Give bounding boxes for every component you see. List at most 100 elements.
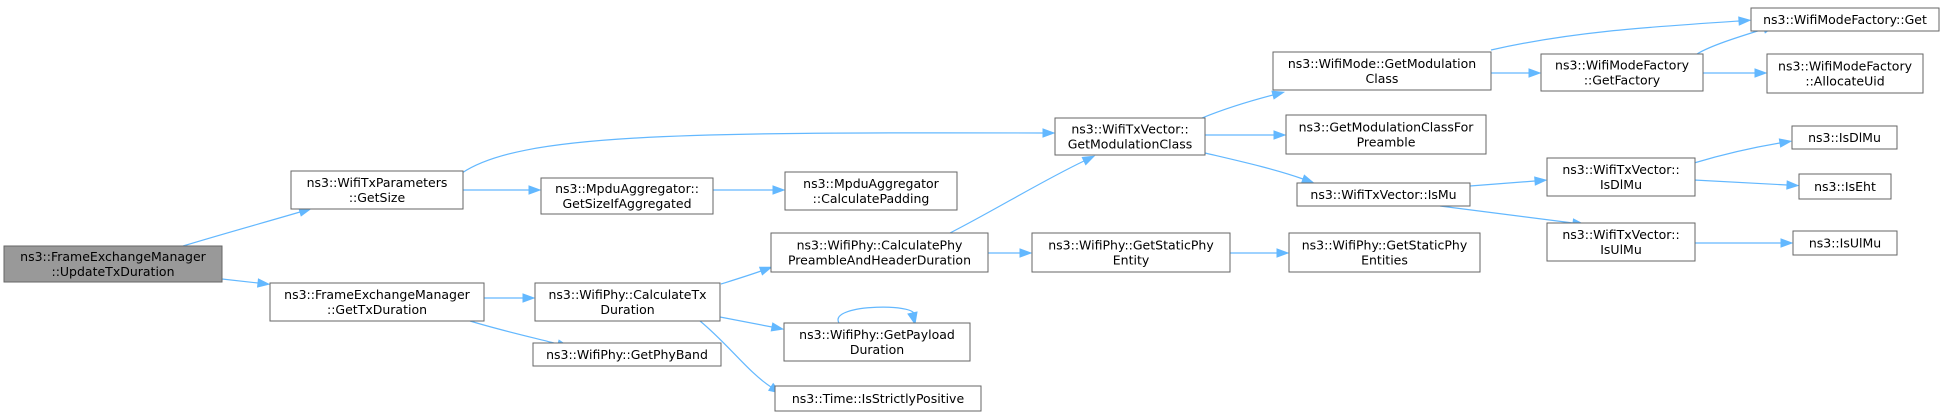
edge-calctx-to-getpayload [719,316,785,332]
node-box [1798,173,1892,200]
edge-txvecismu-to-txvecisdlmu [1469,176,1548,187]
node-label-line: ::UpdateTxDuration [51,264,174,279]
node-getsize[interactable]: ns3::WifiTxParameters::GetSize [290,170,464,210]
node-box [770,232,989,273]
node-label-line: IsUlMu [1600,242,1642,257]
node-box [1285,114,1487,155]
node-box [540,177,714,215]
node-box [3,245,223,283]
edge-txvecisdlmu-to-iseht [1693,179,1800,190]
node-allocateuid[interactable]: ns3::WifiModeFactory::AllocateUid [1766,53,1924,94]
node-label-line: ns3::WifiPhy::CalculatePhy [797,238,963,253]
edge-modemodclass-to-factoryget [1490,16,1752,51]
edge-updatetx-to-getsize [182,207,312,247]
node-label-line: ns3::WifiTxVector:: [1071,122,1188,137]
edges-layer [182,16,1800,394]
edge-calctx-to-calcpreamble [720,266,773,285]
node-label-line: ns3::WifiPhy::GetPhyBand [546,347,708,362]
edge-txvecisdlmu-to-isdlmu [1693,138,1793,164]
node-box [290,170,464,210]
node-txvecmodclass[interactable]: ns3::WifiTxVector::GetModulationClass [1054,117,1206,156]
node-label-line: ::GetFactory [1584,73,1661,88]
node-label-line: Entity [1113,253,1150,268]
edge-txvecmodclass-to-modclassforpreamble [1205,130,1287,140]
node-modemodclass[interactable]: ns3::WifiMode::GetModulationClass [1272,51,1492,91]
edge-txvecmodclass-to-modemodclass [1201,90,1286,119]
node-mpduaggsize[interactable]: ns3::MpduAggregator::GetSizeIfAggregated [540,177,714,215]
node-calcpadding[interactable]: ns3::MpduAggregator::CalculatePadding [784,171,958,211]
node-label-line: ns3::FrameExchangeManager [20,249,206,264]
node-box [1766,53,1924,94]
node-box [1272,51,1492,91]
nodes-layer: ns3::FrameExchangeManager::UpdateTxDurat… [3,7,1940,412]
node-box [269,282,485,322]
node-label-line: ns3::MpduAggregator:: [555,181,699,196]
node-label-line: ns3::WifiModeFactory [1555,58,1690,73]
node-label-line: ns3::WifiTxVector:: [1562,162,1679,177]
node-box [1054,117,1206,156]
node-label-line: Entities [1361,253,1408,268]
node-getfactory[interactable]: ns3::WifiModeFactory::GetFactory [1540,53,1704,92]
node-getduration[interactable]: ns3::FrameExchangeManager::GetTxDuration [269,282,485,322]
node-txvecisulmu[interactable]: ns3::WifiTxVector::IsUlMu [1546,222,1696,262]
node-label-line: ns3::FrameExchangeManager [284,287,470,302]
node-label-line: ns3::IsUlMu [1809,236,1881,251]
node-txvecisdlmu[interactable]: ns3::WifiTxVector::IsDlMu [1546,157,1696,197]
edge-getpayload-to-getpayload [837,306,918,326]
edge-getsize-to-mpduaggsize [463,185,542,195]
node-label-line: ns3::WifiPhy::CalculateTx [548,287,706,302]
node-box [784,171,958,211]
node-label-line: ns3::WifiTxVector:: [1562,227,1679,242]
node-box [1288,232,1481,273]
node-strictlypos[interactable]: ns3::Time::IsStrictlyPositive [774,385,982,412]
node-label-line: ::GetSize [349,190,406,205]
node-label-line: ns3::GetModulationClassFor [1299,120,1475,135]
node-label-line: GetSizeIfAggregated [562,196,691,211]
node-label-line: ns3::Time::IsStrictlyPositive [792,391,965,406]
node-label-line: ns3::WifiTxVector::IsMu [1310,187,1456,202]
node-label-line: ns3::WifiPhy::GetStaticPhy [1048,238,1214,253]
edge-updatetx-to-getduration [221,278,271,288]
node-box [1750,7,1940,32]
edge-txvecisulmu-to-isulmu [1694,238,1794,248]
edge-getduration-to-calctx [484,293,536,303]
edge-calcpreamble-to-txvecmodclass [949,155,1096,234]
edge-getsize-to-txvecmodclass [461,128,1056,174]
node-txvecismu[interactable]: ns3::WifiTxVector::IsMu [1296,182,1471,207]
node-isdlmu[interactable]: ns3::IsDlMu [1791,125,1898,150]
node-label-line: ns3::WifiPhy::GetPayload [799,327,955,342]
node-box [1791,125,1898,150]
node-label-line: ns3::IsDlMu [1808,130,1881,145]
node-getphyband[interactable]: ns3::WifiPhy::GetPhyBand [532,342,722,367]
node-factoryget[interactable]: ns3::WifiModeFactory::Get [1750,7,1940,32]
edge-txvecmodclass-to-txvecismu [1204,152,1315,184]
node-iseht[interactable]: ns3::IsEht [1798,173,1892,200]
node-label-line: ::CalculatePadding [813,191,930,206]
node-calcpreamble[interactable]: ns3::WifiPhy::CalculatePhyPreambleAndHea… [770,232,989,273]
edge-modemodclass-to-getfactory [1491,68,1542,78]
node-label-line: GetModulationClass [1068,137,1193,152]
node-label-line: PreambleAndHeaderDuration [788,253,971,268]
node-label-line: ns3::IsEht [1814,179,1876,194]
node-label-line: Duration [600,302,654,317]
node-label-line: ns3::WifiModeFactory [1778,59,1913,74]
node-isulmu[interactable]: ns3::IsUlMu [1792,230,1898,256]
node-label-line: ns3::WifiMode::GetModulation [1288,56,1476,71]
node-box [1540,53,1704,92]
edge-calcpreamble-to-staticphyentity [988,248,1033,258]
node-box [774,385,982,412]
node-label-line: ::AllocateUid [1805,74,1884,89]
node-label-line: ns3::MpduAggregator [803,176,940,191]
edge-mpduaggsize-to-calcpadding [713,185,786,195]
node-label-line: Class [1366,71,1399,86]
node-box [1296,182,1471,207]
node-label-line: ns3::WifiPhy::GetStaticPhy [1302,238,1468,253]
node-label-line: Duration [850,342,904,357]
node-label-line: ns3::WifiTxParameters [307,175,448,190]
